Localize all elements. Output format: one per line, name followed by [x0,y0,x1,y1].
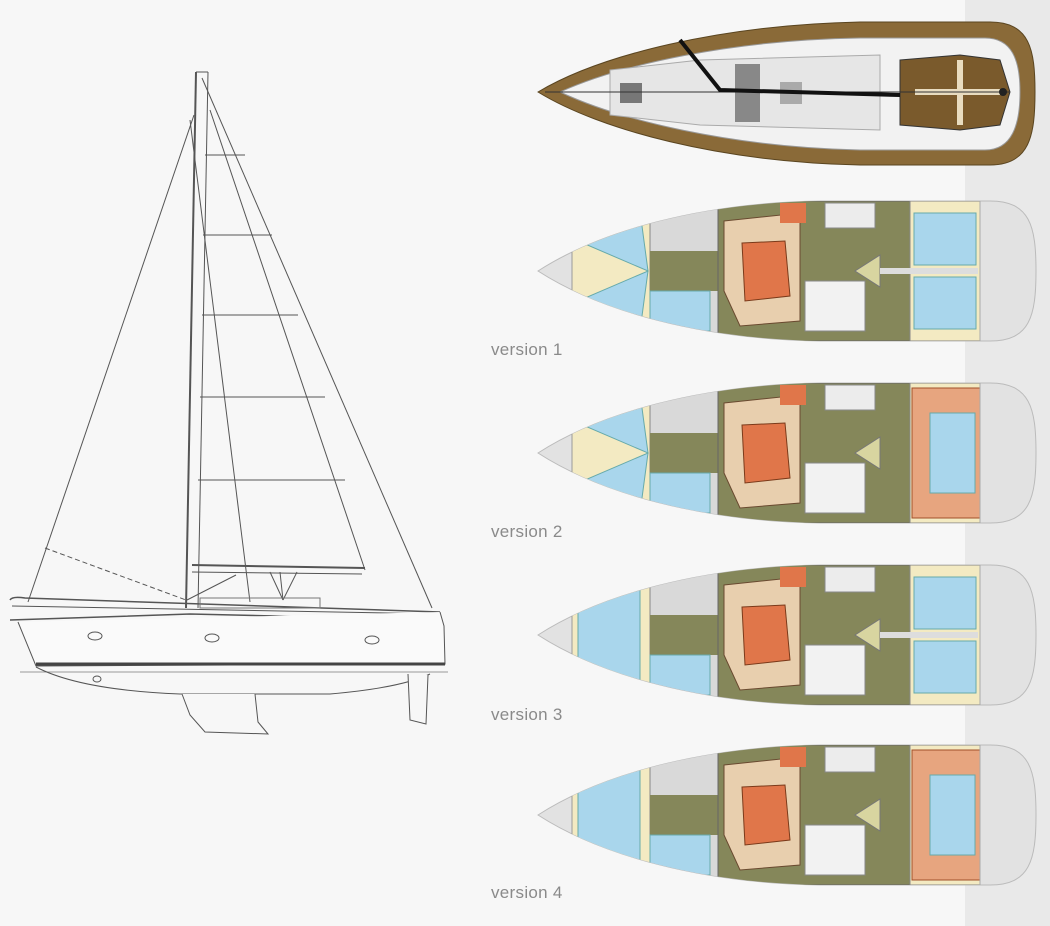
nav-station [780,567,806,587]
galley [804,280,866,332]
aft-berth [913,576,977,630]
cabin-sole [650,615,718,655]
cabin-sole [650,251,718,291]
aft-heads [824,746,876,773]
interior [571,383,981,523]
interior-layouts [537,200,1037,886]
aft-berth [913,640,977,694]
aft-heads [824,566,876,593]
layout-label-version-3: version 3 [491,705,563,724]
companionway [854,436,881,470]
aft-heads [824,202,876,229]
interior [571,745,981,885]
backstay [27,114,195,603]
layout-3 [537,564,1037,706]
aft-berth [913,212,977,266]
deck-plan [537,21,1036,166]
nav-station [780,747,806,767]
interior [571,201,981,341]
boom [191,564,366,569]
nav-station [780,385,806,405]
aft-berth [929,412,976,494]
aft-divider [880,632,978,638]
galley [804,824,866,876]
aft-divider [880,268,978,274]
layout-label-version-2: version 2 [491,522,563,541]
forward-berth [577,579,641,691]
layout-label-version-1: version 1 [491,340,563,359]
layout-label-version-4: version 4 [491,883,563,902]
layout-2 [537,382,1037,524]
saloon-table [741,240,791,302]
aft-heads [824,384,876,411]
aft-berth [929,774,976,856]
nav-station [780,203,806,223]
saloon-table [741,604,791,666]
galley [804,644,866,696]
forward-berth [577,759,641,871]
berth [649,654,711,696]
berth [649,290,711,332]
cabin-sole [650,433,718,473]
layout-4 [537,744,1037,886]
berth [649,472,711,514]
cabin-sole [650,795,718,835]
mainsail-leech [209,109,366,571]
interior [571,565,981,705]
companionway [854,798,881,832]
layout-1 [537,200,1037,342]
forepeak [571,383,651,523]
saloon-table [741,422,791,484]
forestay [201,77,433,609]
forepeak [571,201,651,341]
galley [804,462,866,514]
berth [649,834,711,876]
aft-berth [913,276,977,330]
saloon-table [741,784,791,846]
sailboat-side-profile [9,71,448,735]
mast [185,71,197,609]
